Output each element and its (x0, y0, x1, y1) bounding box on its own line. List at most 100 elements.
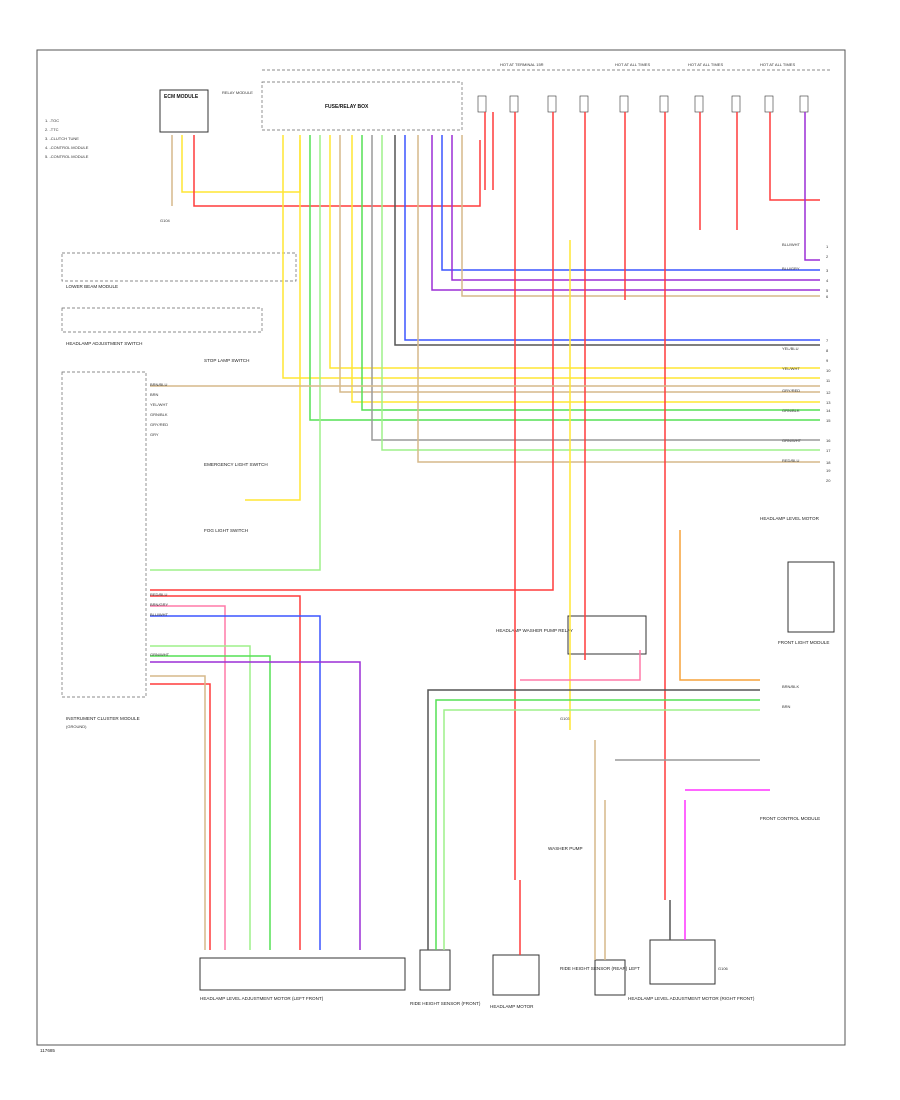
ground-label-3: G106 (718, 966, 729, 971)
wire-left-red-2 (150, 683, 211, 950)
legend-item: 1. -TOC (45, 118, 59, 123)
wire-dgray-2 (427, 689, 760, 950)
legend-item: 3. -CLUTCH TUNE (45, 136, 79, 141)
wire-pink-relay (520, 650, 641, 681)
wire-label: YEL/WHT (782, 366, 800, 371)
connector-pin: 7 (826, 338, 829, 343)
wire-label: GRN/WHT (782, 438, 802, 443)
wire-yellow-4 (351, 135, 820, 403)
front-module-box (787, 561, 835, 633)
wire-label: GRY (150, 432, 159, 437)
connector-pin: 17 (826, 448, 831, 453)
wire-green-3 (435, 699, 760, 950)
fuse-row (477, 95, 809, 113)
wire-label: GRN/WHT (150, 652, 170, 657)
legend-item: 5. -CONTROL MODULE (45, 154, 89, 159)
wire-left-red (150, 595, 301, 950)
wire-lgreen-3 (443, 709, 760, 950)
connector-pin: 5 (826, 288, 829, 293)
connector-pin: 12 (826, 390, 831, 395)
connector-pin: 6 (826, 294, 829, 299)
wire-label: GRY/RED (782, 388, 800, 393)
instrument-cluster-sub: (GROUND) (66, 724, 87, 729)
wire-label: RED/BLU (782, 458, 799, 463)
relay-top-label: RELAY MODULE (222, 90, 253, 95)
wire-blue-2 (441, 135, 820, 271)
connector-pin: 3 (826, 268, 829, 273)
wire-yellow-3 (329, 135, 820, 369)
wire-yellow-2 (245, 135, 301, 501)
headlamp-adjust-label: HEADLAMP ADJUSTMENT SWITCH (66, 341, 142, 346)
fuse-group-label: HOT AT ALL TIMES (615, 62, 650, 67)
bottom-sensor-label: RIDE HEIGHT SENSOR (FRONT) (410, 1001, 481, 1006)
fuse-relay-box (261, 81, 463, 131)
instrument-cluster-box (61, 371, 147, 698)
wire-label: BRN/BLK (782, 684, 799, 689)
bottom-left-label: HEADLAMP LEVEL ADJUSTMENT MOTOR (LEFT FR… (200, 996, 324, 1001)
footer-id: 117685 (40, 1048, 55, 1053)
wire-fuse-4 (150, 112, 554, 591)
wire-fuse-10 (769, 112, 820, 201)
wire-orange (679, 530, 760, 681)
wire-tan-2 (417, 135, 820, 463)
wire-green-bus (309, 135, 820, 421)
wire-label: RED/BLU (150, 592, 167, 597)
instrument-cluster-label: INSTRUMENT CLUSTER MODULE (66, 716, 140, 721)
wire-label: BRN/BLU (150, 382, 167, 387)
wire-ecm-3 (193, 135, 481, 207)
wire-label: BLU/GRY (782, 266, 800, 271)
wire-tan-3 (461, 135, 820, 297)
wire-yellow-bus (282, 135, 820, 379)
connector-pin: 19 (826, 468, 831, 473)
wire-tan-bus (339, 135, 820, 393)
wire-violet (431, 135, 820, 291)
bottom-motor-label: HEADLAMP MOTOR (490, 1004, 534, 1009)
fuse-group-label: HOT AT ALL TIMES (760, 62, 795, 67)
front-module-label: FRONT LIGHT MODULE (778, 640, 829, 645)
wire-left-pink (150, 605, 226, 950)
wire-label: BRN (150, 392, 159, 397)
wire-left-blue (150, 615, 321, 950)
ecm-module-box (159, 89, 209, 133)
legend: 1. -TOC 2. -TTC 3. -CLUTCH TUNE 4. -CONT… (45, 118, 89, 159)
connector-pin: 10 (826, 368, 831, 373)
bottom-sensor-box (419, 949, 451, 991)
wire-fuse-11 (804, 112, 820, 261)
fuse-box-label: FUSE/RELAY BOX (325, 104, 369, 110)
right-wire-labels: BLU/WHT BLU/GRY YEL/BLU YEL/WHT GRY/RED … (782, 242, 802, 709)
connector-pin: 14 (826, 408, 831, 413)
wire-label: BLU/WHT (150, 612, 169, 617)
wire-left-violet (150, 661, 361, 950)
wire-violet-2 (451, 135, 820, 281)
ground-label: G104 (160, 218, 171, 223)
wire-label: BRN (782, 704, 791, 709)
emergency-switch-label: EMERGENCY LIGHT SWITCH (204, 462, 268, 467)
wire-label: GRY/RED (150, 422, 168, 427)
fuse-group-label: HOT AT TERMINAL 15R (500, 62, 544, 67)
bottom-left-box (199, 957, 406, 991)
wire-label: YEL/WHT (150, 402, 168, 407)
wire-label: YEL/BLU (782, 346, 799, 351)
ground-label-2: G103 (560, 716, 571, 721)
wire-left-lg (150, 645, 251, 950)
pump-switch-label: HEADLAMP WASHER PUMP RELAY (496, 628, 573, 633)
connector-pin: 1 (826, 244, 829, 249)
connector-pin: 15 (826, 418, 831, 423)
headlamp-switch-box (61, 307, 263, 333)
left-wire-labels: BRN/BLU BRN YEL/WHT GRN/BLK GRY/RED GRY … (150, 382, 170, 657)
wire-lgreen-2 (381, 135, 820, 451)
connector-pin: 13 (826, 400, 831, 405)
connector-pin: 4 (826, 278, 829, 283)
lower-beam-module-box (61, 252, 297, 282)
bottom-motor-box (492, 954, 540, 996)
fuse-group-label: HOT AT ALL TIMES (688, 62, 723, 67)
connector-pin: 18 (826, 460, 831, 465)
wire-lgreen (150, 135, 321, 571)
front-control-label: FRONT CONTROL MODULE (760, 816, 820, 821)
connector-pin: 20 (826, 478, 831, 483)
bottom-relay-box (594, 959, 626, 996)
wire-dgray (394, 135, 820, 346)
wire-label: GRN/BLK (150, 412, 168, 417)
